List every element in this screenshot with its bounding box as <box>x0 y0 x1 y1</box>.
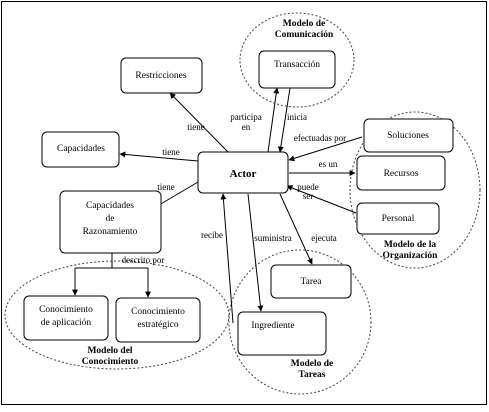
text-line: estratégico <box>137 320 178 330</box>
text-line: de <box>106 214 115 224</box>
text-line: Conocimiento <box>131 307 185 317</box>
text-line: Tareas <box>299 370 326 380</box>
node-capacidades-box <box>41 131 120 168</box>
edge-label-es-un: es un <box>319 159 338 169</box>
edge-label-ejecuta: ejecuta <box>311 233 336 243</box>
edge-ingrediente-actor <box>220 193 234 324</box>
node-restricciones-box <box>120 57 203 94</box>
text-line: Conocimiento <box>82 357 139 367</box>
node-personal-box <box>356 202 440 235</box>
node-conocimiento-aplicacion-box <box>23 295 109 341</box>
node-soluciones-box <box>363 118 454 153</box>
edge-label-tiene-razonamiento: tiene <box>157 182 175 192</box>
group-ellipse-tareas <box>228 249 372 395</box>
edge-label-recibe: recibe <box>201 230 223 240</box>
node-conocimiento-estrategico-label: Conocimiento estratégico <box>131 307 185 330</box>
node-restricciones-label: Restricciones <box>135 71 186 81</box>
text-line: Comunicación <box>275 30 334 40</box>
edge-label-tiene-capacidades: tiene <box>162 147 180 157</box>
text-line: Razonamiento <box>83 227 138 237</box>
text-line: tiene <box>187 122 205 132</box>
group-ellipse-comunicacion <box>239 12 355 108</box>
text-line: Organización <box>383 251 439 261</box>
text-line: Conocimiento <box>39 305 93 315</box>
text-line: puede <box>297 182 319 192</box>
group-ellipse-conocimiento <box>4 260 230 370</box>
edge-actor-ingrediente <box>247 193 264 312</box>
node-ingrediente-label: Ingrediente <box>251 321 294 331</box>
edge-actor-tarea <box>279 193 313 265</box>
text-line: ser <box>303 191 314 201</box>
text-line: Modelo de la <box>384 240 436 250</box>
node-recursos-label: Recursos <box>384 169 419 179</box>
edge-actor-transaccion <box>267 87 280 153</box>
text-line: Modelo de <box>283 19 325 29</box>
node-actor-box <box>197 151 289 194</box>
text-line: en <box>242 122 251 132</box>
text-line: Modelo del <box>87 346 132 356</box>
text-line: es un <box>319 159 338 169</box>
text-line: descrito por <box>122 255 165 265</box>
text-line: de aplicación <box>41 318 92 328</box>
text-line: Actor <box>230 168 257 180</box>
text-line: Modelo de <box>291 359 333 369</box>
text-line: Ingrediente <box>251 321 294 331</box>
text-line: Restricciones <box>135 71 186 81</box>
node-actor-label: Actor <box>230 168 257 180</box>
edge-soluciones-actor <box>288 136 363 162</box>
edge-actor-capacidades <box>119 151 199 162</box>
node-capacidades-label: Capacidades <box>57 144 105 154</box>
text-line: ejecuta <box>311 233 336 243</box>
text-line: tiene <box>162 147 180 157</box>
node-tarea-label: Tarea <box>301 277 323 287</box>
text-line: Soluciones <box>387 131 429 141</box>
node-tarea-box <box>270 264 352 299</box>
edge-label-descrito-por: descrito por <box>122 255 165 265</box>
text-line: Recursos <box>384 169 419 179</box>
node-soluciones-label: Soluciones <box>387 131 429 141</box>
edge-transaccion-actor <box>277 87 291 153</box>
text-line: suministra <box>254 233 292 243</box>
node-conocimiento-estrategico-box <box>115 297 201 343</box>
node-recursos-box <box>356 155 446 191</box>
text-line: tiene <box>157 182 175 192</box>
edge-actor-restricciones <box>169 92 229 153</box>
node-conocimiento-aplicacion-label: Conocimiento de aplicación <box>39 305 93 328</box>
text-line: Tarea <box>301 277 323 287</box>
text-line: Personal <box>382 214 415 224</box>
node-personal-label: Personal <box>382 214 415 224</box>
text-line: recibe <box>201 230 223 240</box>
edge-label-tiene-restricciones: tiene <box>187 122 205 132</box>
node-transaccion-box <box>258 50 336 89</box>
edge-label-efectuadas-por: efectuadas por <box>294 133 346 143</box>
text-line: participa <box>230 112 261 122</box>
text-line: efectuadas por <box>294 133 346 143</box>
text-line: Transacción <box>274 60 320 70</box>
node-capacidades-razonamiento-box <box>59 190 162 254</box>
text-line: Capacidades <box>57 144 105 154</box>
node-ingrediente-box <box>237 311 327 356</box>
group-ellipse-organizacion <box>349 111 481 269</box>
edge-label-suministra: suministra <box>254 233 292 243</box>
outer-border <box>1 1 487 405</box>
text-line: inicia <box>287 112 307 122</box>
node-transaccion-label: Transacción <box>274 60 320 70</box>
edge-personal-actor <box>286 185 357 214</box>
edge-label-inicia: inicia <box>287 112 307 122</box>
text-line: Capacidades <box>86 201 134 211</box>
